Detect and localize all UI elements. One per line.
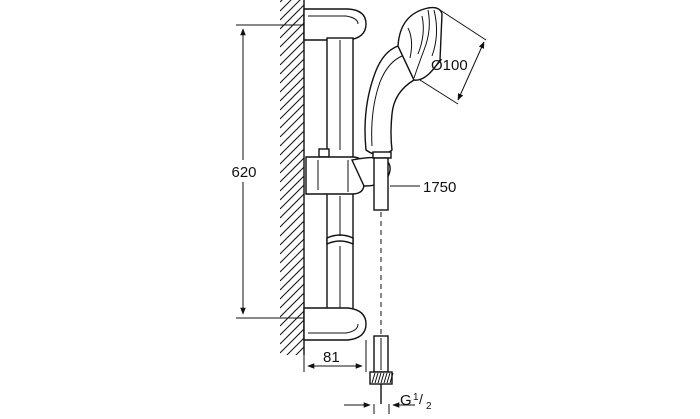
hatch-line xyxy=(280,319,304,345)
hatch-line xyxy=(280,58,304,84)
hatch-line xyxy=(280,229,304,255)
hatch-line xyxy=(280,292,304,318)
hatch-line xyxy=(280,274,304,300)
thread-denominator: 2 xyxy=(426,401,432,412)
knurl-line xyxy=(371,372,376,384)
hatch-line xyxy=(280,247,304,273)
hatch-line xyxy=(280,220,304,246)
hatch-line xyxy=(280,0,301,21)
wall-hatching xyxy=(280,0,304,414)
hatch-line xyxy=(280,76,304,102)
hatch-line xyxy=(280,175,304,201)
diameter-label: Ø100 xyxy=(431,57,468,74)
knurl-line xyxy=(374,372,379,384)
knurl-line xyxy=(383,372,388,384)
shower-hose xyxy=(369,157,394,404)
hatch-line xyxy=(280,103,304,129)
hatch-line xyxy=(280,139,304,165)
hatch-line xyxy=(280,130,304,156)
hose-length-dimension: 1750 xyxy=(390,179,456,196)
height-label: 620 xyxy=(231,164,256,181)
hatch-line xyxy=(280,184,304,210)
hose-length-label: 1750 xyxy=(423,179,456,196)
offset-dimension: 81 xyxy=(303,340,367,372)
hatch-line xyxy=(280,202,304,228)
hatch-line xyxy=(280,310,304,336)
hatch-line xyxy=(280,301,304,327)
hose-upper xyxy=(373,157,389,211)
hatch-line xyxy=(280,121,304,147)
hatch-line xyxy=(280,112,304,138)
hatch-line xyxy=(280,22,304,48)
hatch-line xyxy=(280,238,304,264)
hatch-line xyxy=(280,166,304,192)
rail-break xyxy=(326,234,354,246)
hose-nut-knurl xyxy=(371,372,394,384)
hatch-line xyxy=(280,193,304,219)
hatch-line xyxy=(280,328,304,354)
hatch-line xyxy=(280,374,304,398)
hatch-line xyxy=(280,256,304,282)
hand-shower xyxy=(364,6,443,159)
diameter-dimension: Ø100 xyxy=(419,9,487,105)
knurl-line xyxy=(386,372,391,384)
hatch-line xyxy=(280,67,304,93)
shower-handle xyxy=(364,45,415,156)
hatch-line xyxy=(280,283,304,309)
hatch-line xyxy=(280,0,292,12)
offset-label: 81 xyxy=(323,349,340,366)
hatch-line xyxy=(280,365,304,389)
hatch-line xyxy=(280,85,304,111)
thread-dimension: G 1 / 2 xyxy=(344,391,432,414)
hatch-line xyxy=(280,211,304,237)
bottom-bracket xyxy=(303,307,367,341)
wall xyxy=(280,0,305,414)
hatch-line xyxy=(280,157,304,183)
slider-knob xyxy=(318,148,330,158)
thread-label: G xyxy=(400,392,412,409)
height-dimension: 620 xyxy=(230,24,304,319)
hatch-line xyxy=(280,265,304,291)
thread-slash: / xyxy=(419,391,423,407)
hatch-line xyxy=(280,392,304,414)
hatch-line xyxy=(295,346,304,355)
hatch-line xyxy=(280,49,304,75)
knurl-line xyxy=(389,372,394,384)
thread-numerator: 1 xyxy=(413,392,419,403)
hatch-line xyxy=(280,40,304,66)
top-bracket xyxy=(303,8,367,41)
hatch-line xyxy=(280,148,304,174)
hatch-line xyxy=(280,13,304,39)
hatch-line xyxy=(280,94,304,120)
hatch-line xyxy=(286,337,304,355)
shower-head xyxy=(397,6,443,81)
hatch-line xyxy=(280,356,304,380)
knurl-line xyxy=(377,372,382,384)
hatch-line xyxy=(280,31,304,57)
knurl-line xyxy=(380,372,385,384)
hatch-line xyxy=(280,383,304,407)
